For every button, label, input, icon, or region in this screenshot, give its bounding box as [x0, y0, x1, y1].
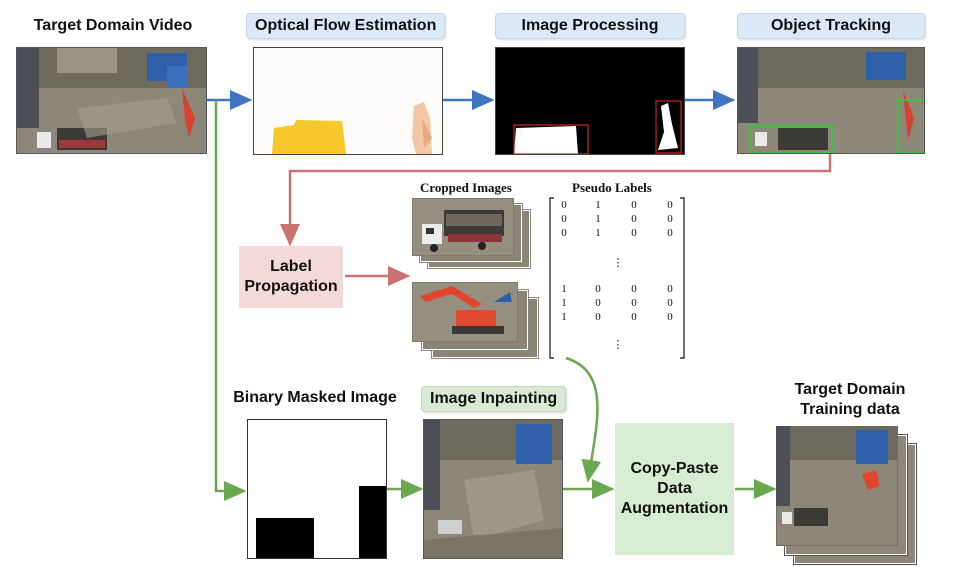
matrix-ellipsis-bottom: ⋮ [613, 339, 624, 351]
matrix-bottom-cell-0-2: 0 [631, 283, 637, 295]
title-target-training: Target Domain Training data [770, 380, 930, 420]
pseudo-label-matrix: 0 1 0 0 0 1 0 0 0 1 0 0 1 0 0 0 1 0 0 0 1 0 0 0 ⋮ ⋮ [549, 197, 685, 359]
arrow-video-to-mask [214, 100, 247, 501]
matrix-top-cell-1-3: 0 [667, 213, 673, 225]
title-target-training-line2: Training data [800, 401, 900, 418]
matrix-top-cell-0-2: 0 [631, 199, 637, 211]
copy-paste-line2: Data [657, 480, 692, 497]
title-target-domain-video: Target Domain Video [33, 17, 193, 34]
matrix-top-cell-2-3: 0 [667, 227, 673, 239]
matrix-top-cell-2-1: 1 [595, 227, 601, 239]
pseudo-labels-label: Pseudo Labels [572, 180, 652, 195]
title-target-training-line1: Target Domain [794, 381, 906, 398]
title-image-inpainting: Image Inpainting [421, 386, 567, 412]
mask-region-right [359, 486, 386, 558]
title-optical-flow: Optical Flow Estimation [246, 13, 446, 39]
matrix-bottom-cell-1-0: 1 [561, 297, 567, 309]
binary-mask-frame [247, 419, 387, 559]
object-tracking-frame [737, 47, 925, 154]
matrix-top-cell-1-2: 0 [631, 213, 637, 225]
matrix-bottom-cell-1-3: 0 [667, 297, 673, 309]
inpainted-frame [423, 419, 563, 559]
copy-paste-line1: Copy-Paste [630, 460, 719, 477]
title-object-tracking: Object Tracking [737, 13, 925, 39]
optical-flow-frame [253, 47, 443, 155]
cropped-truck-stack [412, 198, 530, 268]
matrix-top-cell-1-0: 0 [561, 213, 567, 225]
matrix-top-cell-2-2: 0 [631, 227, 637, 239]
matrix-bottom-cell-1-2: 0 [631, 297, 637, 309]
matrix-bottom-cell-0-1: 0 [595, 283, 601, 295]
image-processing-frame [495, 47, 685, 155]
target-video-frame [16, 47, 207, 154]
label-propagation-line2: Propagation [244, 278, 338, 295]
mask-region-left [256, 518, 314, 558]
matrix-top-cell-0-0: 0 [561, 199, 567, 211]
matrix-top-cell-1-1: 1 [595, 213, 601, 225]
matrix-bottom-cell-2-0: 1 [561, 311, 567, 323]
training-data-stack [776, 426, 918, 566]
matrix-bottom-cell-1-1: 0 [595, 297, 601, 309]
matrix-bottom-cell-2-2: 0 [631, 311, 637, 323]
matrix-top-cell-2-0: 0 [561, 227, 567, 239]
label-propagation-line1: Label [270, 258, 312, 275]
title-binary-masked-image: Binary Masked Image [233, 389, 397, 406]
label-propagation-box: Label Propagation [239, 246, 343, 308]
copy-paste-line3: Augmentation [620, 500, 729, 517]
arrow-cropped-to-copypaste [565, 356, 602, 483]
cropped-excavator-stack [412, 282, 538, 358]
matrix-bottom-cell-2-3: 0 [667, 311, 673, 323]
title-image-processing: Image Processing [495, 13, 685, 39]
matrix-bottom-cell-0-0: 1 [561, 283, 567, 295]
matrix-bottom-cell-2-1: 0 [595, 311, 601, 323]
matrix-ellipsis-top: ⋮ [613, 257, 624, 269]
cropped-images-label: Cropped Images [420, 180, 512, 195]
copy-paste-box: Copy-Paste Data Augmentation [615, 423, 734, 555]
matrix-top-cell-0-1: 1 [595, 199, 601, 211]
arrow-tracking-to-label [280, 153, 832, 247]
matrix-bottom-cell-0-3: 0 [667, 283, 673, 295]
matrix-top-cell-0-3: 0 [667, 199, 673, 211]
